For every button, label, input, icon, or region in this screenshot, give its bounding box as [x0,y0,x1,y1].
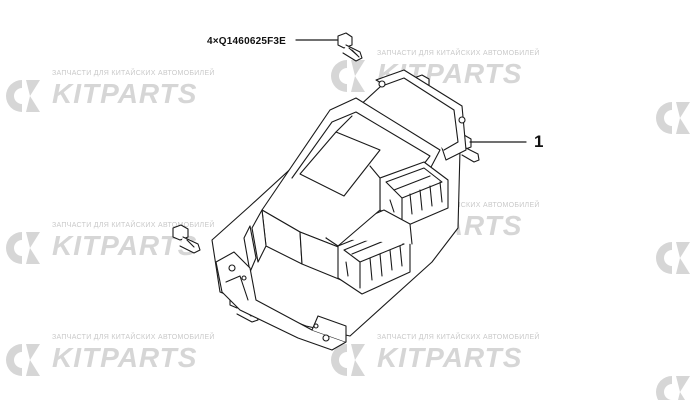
item-number-callout: 1 [534,132,544,151]
part-number-callout: 4×Q1460625F3E [207,36,287,47]
bolt-icon [337,32,363,62]
bolt-icon [172,224,201,254]
connector [379,161,449,227]
